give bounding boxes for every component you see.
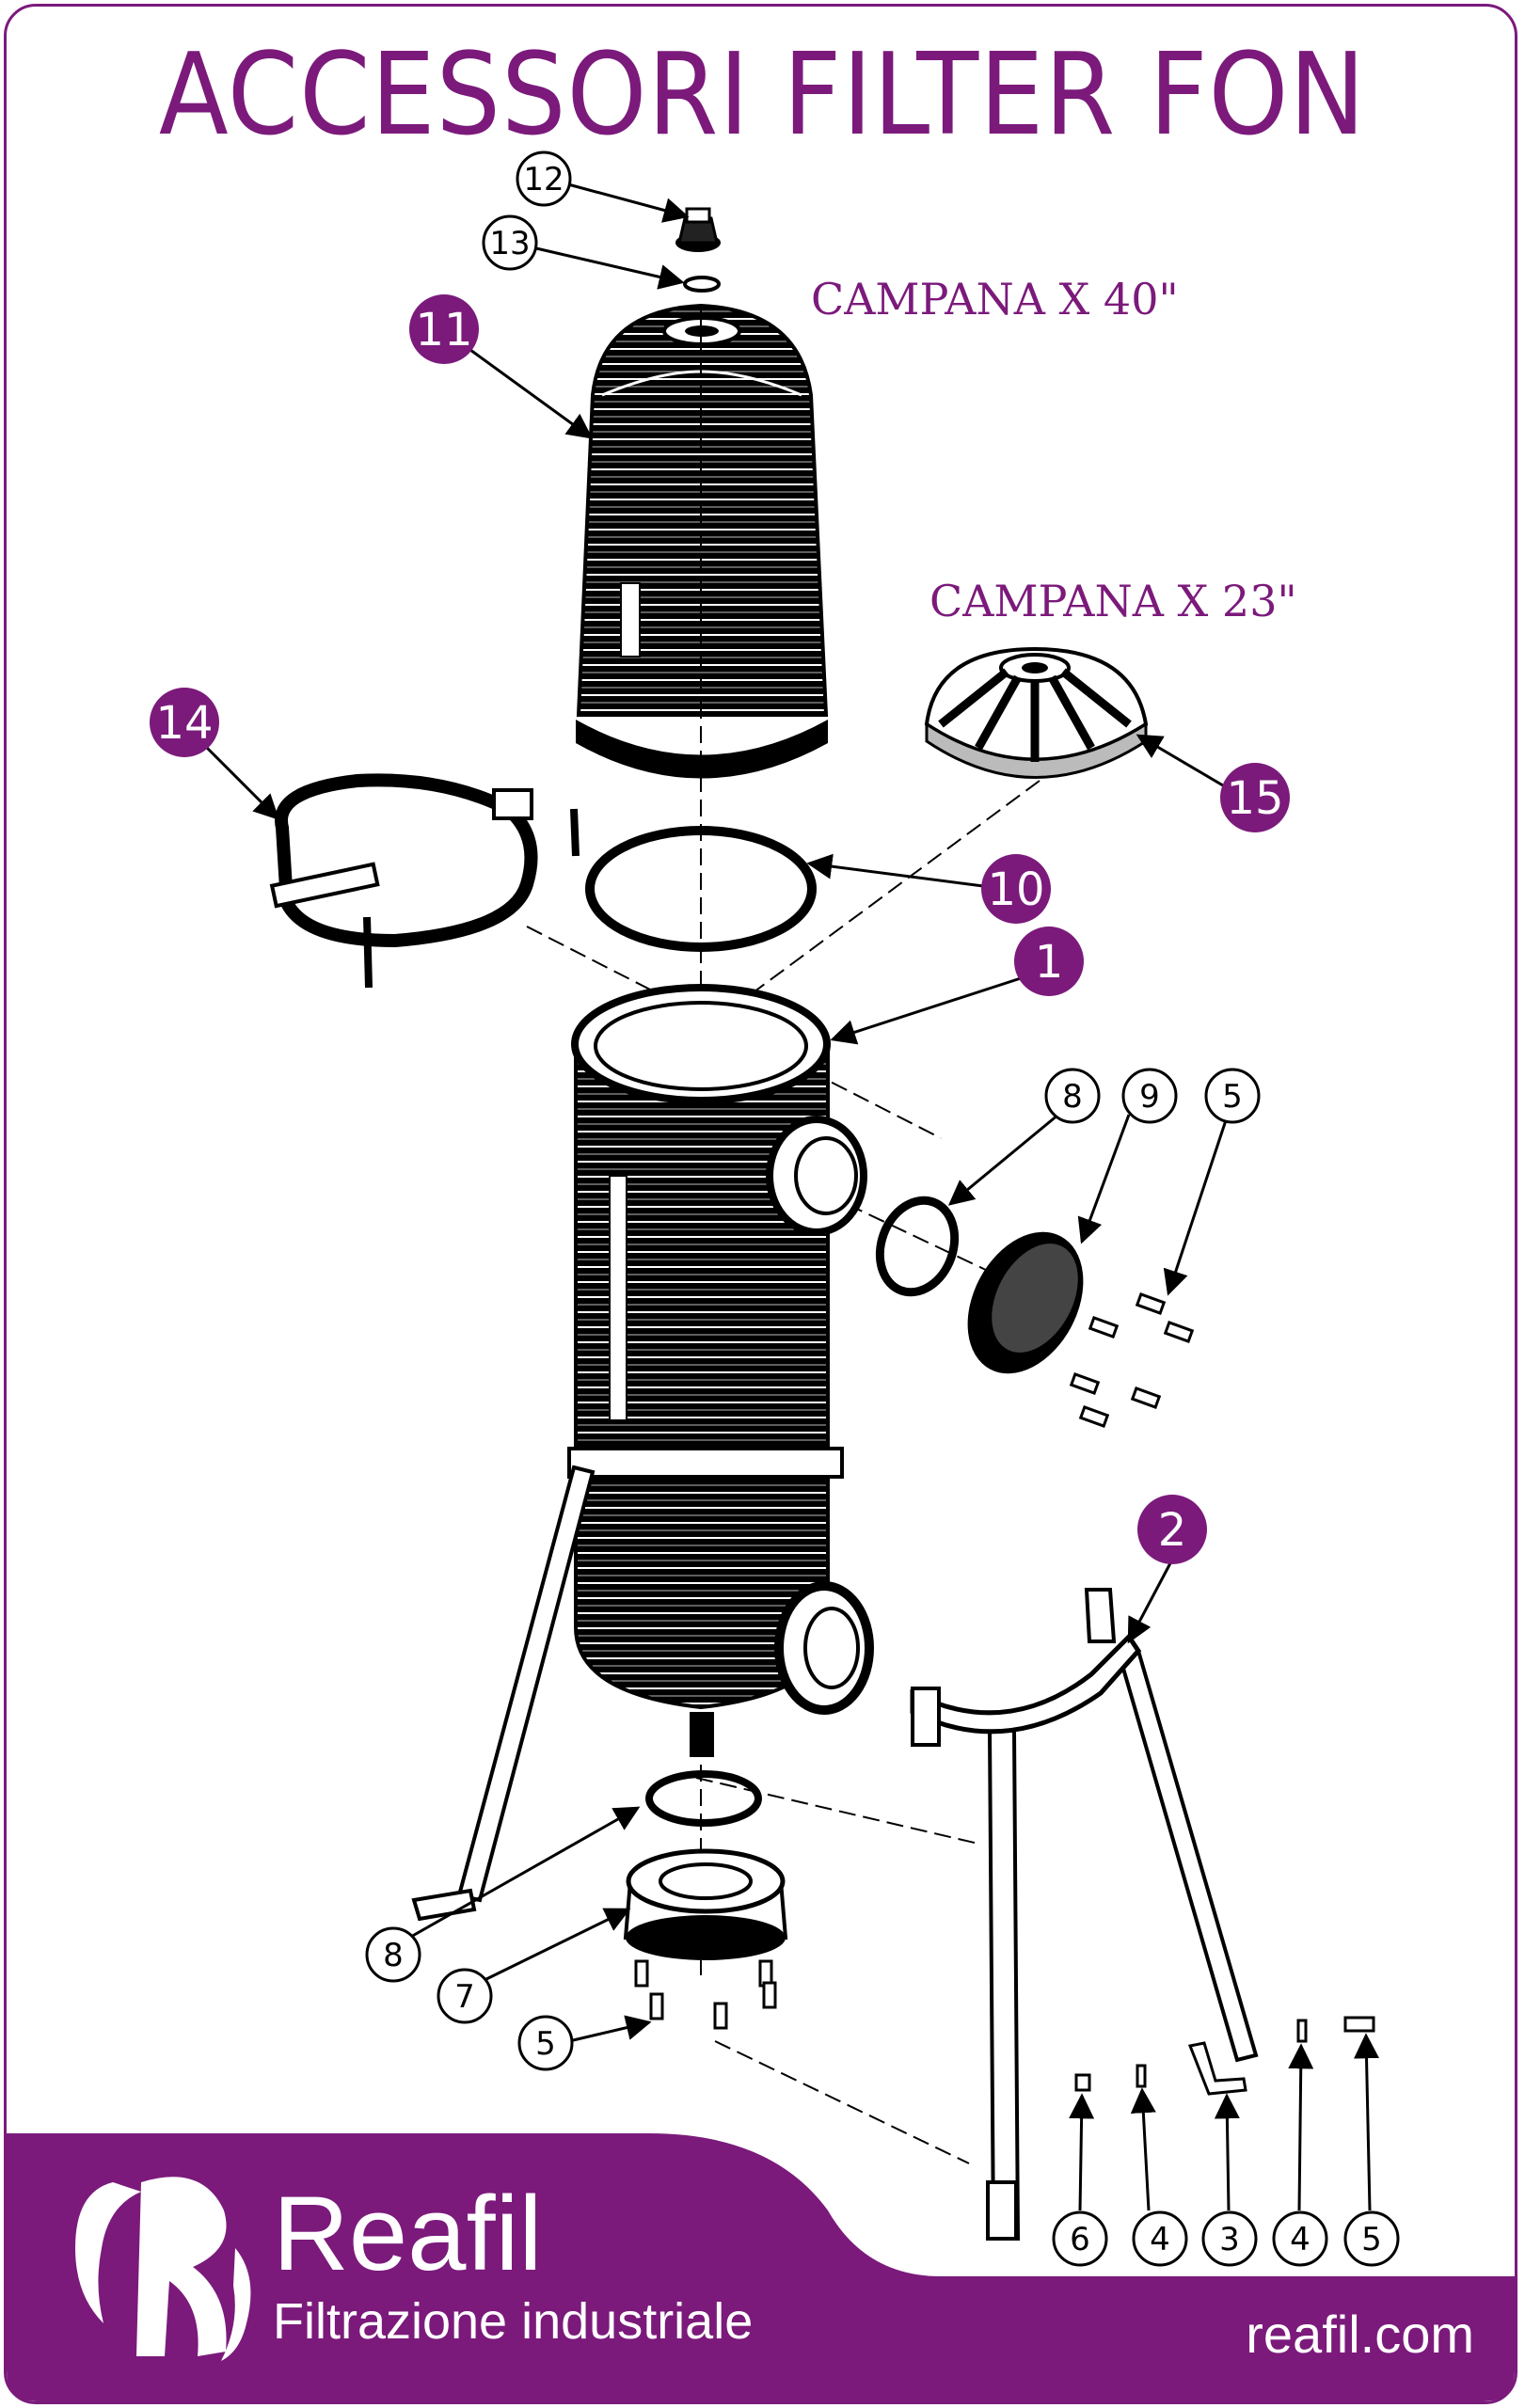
part-small-oring <box>683 276 721 293</box>
part-filter-body <box>567 984 874 1757</box>
callout-2: 2 <box>1137 1495 1207 1564</box>
footer-band <box>7 2133 1515 2401</box>
callout-4-left: 4 <box>1132 2210 1188 2267</box>
reafil-logo-icon <box>75 2177 251 2361</box>
svg-text:7: 7 <box>454 1978 475 2016</box>
svg-text:14: 14 <box>155 697 213 750</box>
part-bottom-oring <box>645 1770 762 1827</box>
callout-13: 13 <box>482 214 538 271</box>
svg-text:8: 8 <box>383 1937 404 1974</box>
svg-text:6: 6 <box>1070 2221 1090 2258</box>
svg-text:9: 9 <box>1139 1078 1160 1116</box>
callout-11: 11 <box>409 294 479 364</box>
part-side-oring <box>875 1196 960 1297</box>
svg-text:15: 15 <box>1226 772 1283 825</box>
campana-40-label: CAMPANA X 40" <box>811 274 1179 325</box>
callout-14: 14 <box>150 688 219 757</box>
svg-text:13: 13 <box>489 225 530 262</box>
svg-text:5: 5 <box>1222 1078 1243 1116</box>
callout-3: 3 <box>1201 2210 1258 2267</box>
part-stand-legs <box>411 1465 1259 2241</box>
callout-9: 9 <box>1121 1068 1178 1124</box>
part-bottom-flange <box>623 1848 788 1960</box>
callout-4-right: 4 <box>1272 2210 1328 2267</box>
svg-text:3: 3 <box>1219 2221 1240 2258</box>
svg-text:5: 5 <box>535 2025 556 2063</box>
svg-text:4: 4 <box>1290 2221 1311 2258</box>
callout-1: 1 <box>1014 927 1084 996</box>
svg-text:1: 1 <box>1035 936 1064 989</box>
svg-text:10: 10 <box>987 863 1044 916</box>
part-bottom-bolts <box>634 1959 777 2030</box>
brand-tagline: Filtrazione industriale <box>273 2293 754 2350</box>
callout-5-bottom: 5 <box>517 2015 574 2071</box>
callout-15: 15 <box>1220 763 1290 832</box>
part-small-hardware <box>1074 2016 1375 2096</box>
brand-name: Reafil <box>273 2175 543 2292</box>
svg-text:5: 5 <box>1361 2221 1382 2258</box>
svg-text:2: 2 <box>1158 1504 1187 1557</box>
part-bell-40 <box>576 303 829 779</box>
callout-8-bottom: 8 <box>365 1926 421 1983</box>
part-clamp <box>269 773 580 989</box>
page-title: ACCESSORI FILTER FON <box>158 30 1367 161</box>
part-support-collar <box>910 1633 1142 1747</box>
part-bell-23 <box>924 646 1149 779</box>
callout-12: 12 <box>516 150 572 207</box>
part-side-cover <box>967 1231 1084 1374</box>
callout-10: 10 <box>981 854 1051 924</box>
svg-text:12: 12 <box>523 161 564 198</box>
svg-text:8: 8 <box>1062 1078 1083 1116</box>
part-side-bolts <box>1069 1291 1195 1429</box>
callout-7: 7 <box>437 1968 493 2024</box>
callout-6: 6 <box>1052 2210 1108 2267</box>
brand-url[interactable]: reafil.com <box>1246 2305 1474 2364</box>
svg-text:4: 4 <box>1150 2221 1170 2258</box>
campana-23-label: CAMPANA X 23" <box>929 576 1297 626</box>
callout-5-right: 5 <box>1343 2210 1400 2267</box>
part-vent-valve <box>675 207 721 252</box>
page-frame <box>4 4 1517 2404</box>
svg-text:11: 11 <box>415 304 472 356</box>
callout-8-side: 8 <box>1044 1068 1101 1124</box>
leader-lines <box>203 182 1380 2211</box>
callout-5-side: 5 <box>1204 1068 1261 1124</box>
